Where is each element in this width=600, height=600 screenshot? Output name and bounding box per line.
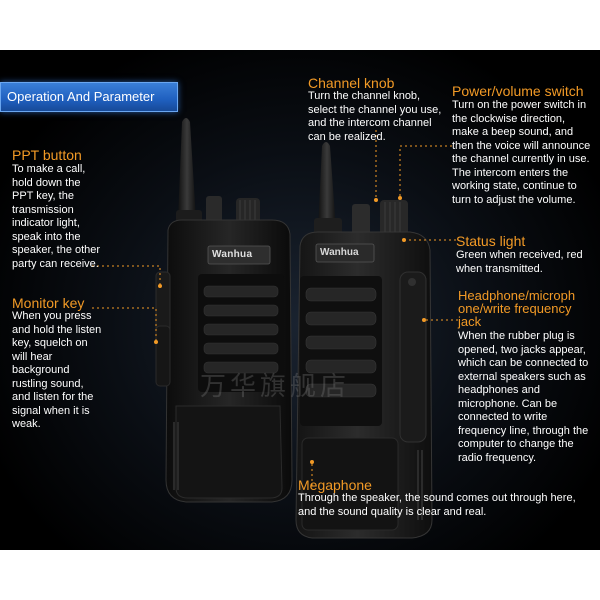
right-knob-volume xyxy=(380,200,408,238)
watermark-text: 万华旗舰店 xyxy=(200,372,351,402)
right-jack-cover xyxy=(399,271,427,443)
left-grille-slots xyxy=(203,285,279,374)
right-grille-slots xyxy=(305,287,377,398)
monitor-title: Monitor key xyxy=(12,295,85,311)
right-lower-panel xyxy=(301,437,399,531)
pointer-power xyxy=(399,145,452,198)
right-radio xyxy=(295,142,433,539)
headphone-title: Headphone/microph one/write frequency ja… xyxy=(458,288,576,329)
left-logo-text: Wanhua xyxy=(212,249,253,260)
channel-title: Channel knob xyxy=(308,75,395,91)
megaphone-title: Megaphone xyxy=(298,477,372,493)
pointer-dot-headphone xyxy=(422,318,426,322)
channel-description: Turn the channel knob, select the channe… xyxy=(308,90,442,143)
ppt-description: To make a call, hold down the PPT key, t… xyxy=(12,163,101,270)
left-lower-body xyxy=(175,405,283,499)
pointer-dot-megaphone xyxy=(310,460,314,464)
walkie-talkie-illustration xyxy=(92,118,458,539)
banner-title: Operation And Parameter xyxy=(7,89,155,104)
monitor-description: When you press and hold the listen key, … xyxy=(12,310,102,430)
power-description: Turn on the power switch in the clockwis… xyxy=(452,99,591,206)
pointer-dot-ppt xyxy=(158,284,162,288)
right-knob-channel xyxy=(352,204,370,238)
left-antenna xyxy=(178,118,196,220)
section-banner: Operation And Parameter xyxy=(0,82,178,112)
pointer-ppt xyxy=(92,265,161,286)
product-infographic: Wanhua Wanhua 万华旗舰店 Operation And Parame… xyxy=(0,50,600,550)
left-logo-plate xyxy=(207,245,271,265)
right-jack-screw xyxy=(408,278,416,286)
pointer-dot-monitor xyxy=(154,340,158,344)
status-title: Status light xyxy=(456,233,526,249)
left-radio xyxy=(155,118,293,503)
right-logo-plate xyxy=(315,243,375,263)
megaphone-description: Through the speaker, the sound comes out… xyxy=(298,492,576,518)
ppt-title: PPT button xyxy=(12,147,82,163)
pointer-dot-power xyxy=(398,196,402,200)
headphone-description: When the rubber plug is opened, two jack… xyxy=(458,330,589,464)
left-side-monitor xyxy=(155,325,171,387)
pointer-dot-channel xyxy=(374,198,378,202)
pointer-lines xyxy=(92,130,458,486)
right-logo-text: Wanhua xyxy=(320,247,359,258)
right-antenna xyxy=(318,142,336,230)
pointer-monitor xyxy=(92,307,157,342)
power-title: Power/volume switch xyxy=(452,83,584,99)
pointer-dot-status xyxy=(402,238,406,242)
status-description: Green when received, red when transmitte… xyxy=(456,249,583,275)
